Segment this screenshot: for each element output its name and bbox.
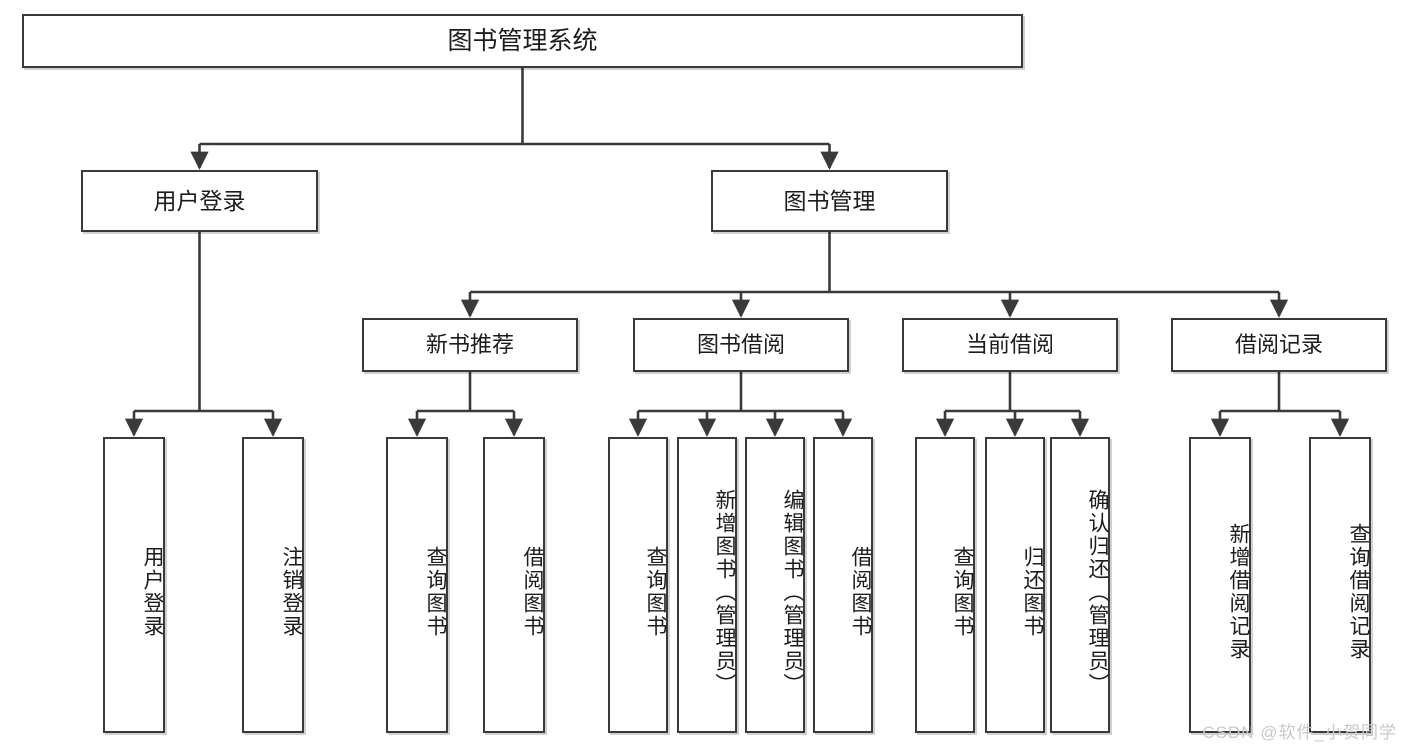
node-label: 查询图书	[951, 546, 974, 638]
node-label: 查询图书	[424, 546, 447, 638]
node-leaf-add-book[interactable]: 新增图书（管理员）	[677, 437, 737, 733]
node-label: 用户登录	[141, 546, 164, 638]
node-label: 归还图书	[1021, 546, 1044, 638]
node-leaf-user-login[interactable]: 用户登录	[103, 437, 165, 733]
node-leaf-logout[interactable]: 注销登录	[242, 437, 304, 733]
node-label: 借阅记录	[1234, 332, 1323, 358]
node-leaf-add-record[interactable]: 新增借阅记录	[1189, 437, 1251, 733]
node-label: 用户登录	[153, 187, 246, 214]
csdn-watermark: CSDN @软件_小贺同学	[1202, 723, 1397, 742]
node-label: 图书管理系统	[447, 26, 598, 55]
edge-paths	[124, 68, 1350, 437]
node-label: 编辑图书（管理员）	[781, 488, 804, 696]
node-label: 新增借阅记录	[1227, 523, 1250, 661]
node-leaf-query-book-3[interactable]: 查询图书	[915, 437, 975, 733]
node-label: 图书管理	[783, 187, 876, 214]
node-leaf-query-record[interactable]: 查询借阅记录	[1309, 437, 1371, 733]
node-user-login[interactable]: 用户登录	[81, 170, 318, 232]
node-label: 当前借阅	[965, 332, 1054, 358]
node-label: 图书借阅	[696, 332, 785, 358]
node-label: 查询借阅记录	[1347, 523, 1370, 661]
node-root-system[interactable]: 图书管理系统	[22, 14, 1023, 68]
node-label: 新增图书（管理员）	[713, 488, 736, 696]
node-leaf-confirm-return[interactable]: 确认归还（管理员）	[1050, 437, 1110, 733]
node-new-book-rec[interactable]: 新书推荐	[362, 318, 578, 372]
node-leaf-query-book-1[interactable]: 查询图书	[386, 437, 448, 733]
node-label: 借阅图书	[849, 546, 872, 638]
node-label: 确认归还（管理员）	[1086, 488, 1109, 696]
node-book-borrow[interactable]: 图书借阅	[633, 318, 849, 372]
node-book-manage[interactable]: 图书管理	[711, 170, 948, 232]
node-borrow-record[interactable]: 借阅记录	[1171, 318, 1387, 372]
node-leaf-edit-book[interactable]: 编辑图书（管理员）	[745, 437, 805, 733]
node-leaf-query-book-2[interactable]: 查询图书	[608, 437, 668, 733]
node-label: 查询图书	[644, 546, 667, 638]
node-leaf-borrow-book-1[interactable]: 借阅图书	[483, 437, 545, 733]
node-leaf-borrow-book-2[interactable]: 借阅图书	[813, 437, 873, 733]
node-leaf-return-book[interactable]: 归还图书	[985, 437, 1045, 733]
node-label: 注销登录	[280, 546, 303, 638]
node-label: 新书推荐	[425, 332, 514, 358]
node-label: 借阅图书	[521, 546, 544, 638]
node-current-borrow[interactable]: 当前借阅	[902, 318, 1118, 372]
